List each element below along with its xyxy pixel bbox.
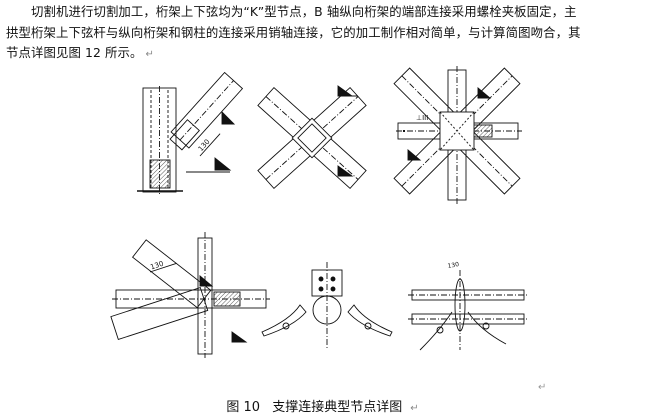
dim-label-2: 130 (149, 260, 164, 272)
paragraph-line-3-text: 节点详图见图 12 所示。 (6, 45, 143, 60)
return-mark-icon: ↵ (145, 49, 154, 60)
detail-cross-brace-node (257, 85, 367, 190)
weld-label: ⊥III (416, 114, 428, 122)
dim-label-1: 130 (197, 138, 212, 153)
body-paragraph: 切割机进行切割加工，桁架上下弦均为“K”型节点，B 轴纵向桁架的端部连接采用螺栓… (6, 2, 642, 66)
figure-caption: 图 10 支撑连接典型节点详图 ↵ (0, 396, 645, 415)
paragraph-line-3: 节点详图见图 12 所示。↵ (6, 43, 642, 66)
dim-label-3: 130 (447, 261, 460, 270)
detail-truss-column-node: ⊥III (393, 66, 522, 204)
paragraph-line-2: 拱型桁架上下弦杆与纵向桁架和钢柱的连接采用销轴连接，它的加工制作相对简单，与计算… (6, 24, 581, 40)
caption-number: 图 10 (226, 400, 261, 415)
detail-column-brace-node: 130 (137, 71, 244, 196)
detail-tube-gusset-node (261, 262, 393, 350)
stray-return-mark-icon: ↵ (538, 382, 547, 393)
detail-pin-connection-node: 130 (408, 261, 528, 351)
caption-return-mark-icon: ↵ (410, 403, 419, 414)
paragraph-line-1: 切割机进行切割加工，桁架上下弦均为“K”型节点，B 轴纵向桁架的端部连接采用螺栓… (31, 4, 577, 19)
caption-text: 支撑连接典型节点详图 (272, 400, 403, 415)
detail-diagonal-brace-node: 130 (110, 232, 270, 358)
